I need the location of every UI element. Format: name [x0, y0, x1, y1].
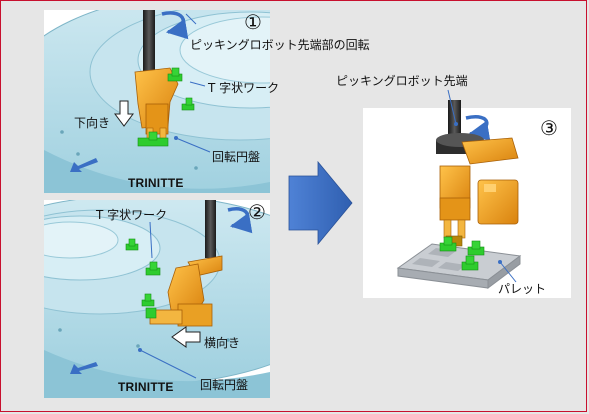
disc-hole — [194, 166, 198, 170]
leader-dot — [454, 122, 458, 126]
leader-dot — [138, 348, 142, 352]
rotation-label: ピッキングロボット先端部の回転 — [190, 36, 370, 53]
disc-inner-ring — [22, 222, 118, 258]
disc-hole — [136, 344, 140, 348]
direction-label-side: 横向き — [204, 334, 240, 351]
t-workpiece-held — [146, 308, 156, 318]
robot-gripper-jaw — [178, 304, 212, 326]
transition-arrow-icon — [289, 162, 352, 244]
robot-shaft — [143, 10, 155, 74]
disc-label: 回転円盤 — [212, 148, 260, 165]
gripper-finger — [458, 220, 465, 238]
disc-hole — [58, 328, 62, 332]
t-workpiece-held — [149, 132, 157, 140]
step-number-2: ② — [248, 200, 266, 224]
workpiece-label: T 字状ワーク — [208, 79, 279, 96]
disc-hole — [76, 152, 80, 156]
robot-side-block — [484, 184, 496, 192]
robot-shaft — [205, 200, 216, 258]
brand-label: TRINITTE — [118, 380, 174, 394]
step-number-1: ① — [244, 10, 262, 34]
leader-dot — [498, 260, 502, 264]
robot-tip-label: ピッキングロボット先端 — [336, 72, 468, 89]
leader-dot — [174, 136, 178, 140]
direction-label-down: 下向き — [74, 114, 110, 131]
step-number-3: ③ — [540, 116, 558, 140]
disc-label: 回転円盤 — [200, 376, 248, 393]
disc-hole — [60, 130, 64, 134]
gripper-finger — [444, 220, 451, 238]
brand-label: TRINITTE — [128, 176, 184, 190]
robot-gripper-jaw — [440, 198, 470, 220]
workpiece-label: T 字状ワーク — [96, 206, 167, 223]
pallet-label: パレット — [498, 280, 546, 297]
